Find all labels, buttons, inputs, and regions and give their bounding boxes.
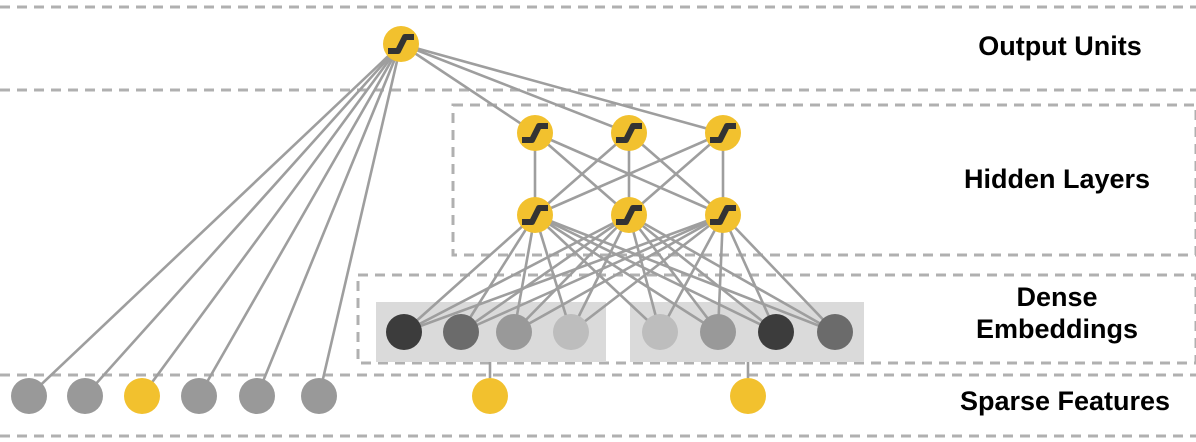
sparse-feature-2-active — [124, 378, 160, 414]
edge-hidden1-1-emb-7 — [628, 213, 836, 334]
embedding-group-2-unit-1 — [700, 314, 736, 350]
sparse-feature-5-inactive — [301, 378, 337, 414]
embedding-group-1-unit-0 — [386, 314, 422, 350]
sparse-features-label: Sparse Features — [959, 386, 1171, 416]
edge-hidden1-0-emb-6 — [534, 213, 777, 334]
hidden-layer-1-unit-2 — [705, 197, 741, 233]
output-units-label: Output Units — [978, 31, 1142, 61]
edge-hidden1-0-emb-4 — [534, 214, 661, 333]
hidden-layers-box — [451, 103, 1196, 257]
embedding-group-1-unit-2 — [496, 314, 532, 350]
embedding-group-2-unit-2 — [758, 314, 794, 350]
edge-hidden1-2-emb-5 — [716, 214, 725, 333]
edge-hidden1-2-emb-1 — [460, 213, 724, 334]
edge-output-to-sparse-2 — [140, 43, 403, 397]
edge-output-to-hidden2-0 — [400, 42, 536, 135]
sparse-feature-4-inactive — [239, 378, 275, 414]
edge-hidden1-2-emb-7 — [722, 214, 836, 333]
hidden-layer-1-unit-1 — [611, 197, 647, 233]
embedding-group-1-unit-3 — [553, 314, 589, 350]
edge-hidden1-0-emb-1 — [459, 214, 537, 333]
edge-hidden2-2-hidden1-0 — [534, 131, 724, 217]
sigmoid-activation-icon — [710, 205, 736, 225]
edge-hidden1-1-emb-3 — [569, 214, 631, 333]
edge-hidden1-2-emb-2 — [513, 213, 724, 334]
edge-hidden1-1-emb-1 — [460, 213, 630, 334]
embedding-group-1-unit-1 — [443, 314, 479, 350]
sigmoid-activation-icon — [522, 205, 548, 225]
output-unit — [383, 26, 419, 62]
edge-hidden2-2-hidden1-1 — [628, 132, 724, 216]
sigmoid-activation-icon — [616, 205, 642, 225]
edge-hidden1-2-emb-3 — [570, 213, 724, 334]
hidden-layer-2-unit-2 — [705, 115, 741, 151]
edge-output-to-hidden2-2 — [400, 42, 724, 135]
sigmoid-activation-icon — [388, 34, 414, 54]
sparse-feature-3-inactive — [181, 378, 217, 414]
edge-hidden1-0-emb-7 — [534, 213, 836, 334]
edge-output-to-sparse-3 — [197, 43, 403, 397]
edge-output-to-sparse-1 — [84, 43, 402, 397]
hidden-layer-1-unit-0 — [517, 197, 553, 233]
edge-hidden1-2-emb-6 — [721, 214, 778, 333]
embedding-group-2-unit-3 — [817, 314, 853, 350]
edge-hidden1-1-emb-5 — [627, 214, 720, 333]
edge-output-to-sparse-4 — [255, 43, 403, 397]
edge-hidden1-0-emb-5 — [534, 213, 719, 334]
edge-hidden1-1-emb-0 — [403, 213, 630, 334]
embedding-group-2-unit-0 — [642, 314, 678, 350]
sparse-feature-0-inactive — [11, 378, 47, 414]
sparse-feature-1-inactive — [67, 378, 103, 414]
dense-embeddings-label-line1: Dense — [1016, 282, 1098, 312]
sigmoid-activation-icon — [522, 123, 548, 143]
edge-hidden1-0-emb-3 — [533, 214, 573, 333]
dense-embeddings-label: Dense Embeddings — [927, 281, 1187, 345]
sigmoid-activation-icon — [710, 123, 736, 143]
edge-output-to-sparse-5 — [317, 43, 403, 397]
sigmoid-activation-icon — [616, 123, 642, 143]
edge-output-to-sparse-0 — [28, 43, 402, 397]
network-nodes — [11, 26, 853, 414]
edge-hidden1-1-emb-4 — [627, 214, 662, 333]
edge-hidden1-0-emb-0 — [403, 214, 536, 333]
edge-hidden1-0-emb-2 — [512, 214, 537, 333]
edge-output-to-hidden2-1 — [400, 42, 630, 135]
dense-embeddings-box — [356, 273, 1196, 365]
hidden-layer-2-unit-1 — [611, 115, 647, 151]
sparse-feature-6-active — [472, 378, 508, 414]
hidden-layer-2-unit-0 — [517, 115, 553, 151]
edge-hidden1-2-emb-4 — [658, 214, 725, 333]
dense-embeddings-label-line2: Embeddings — [975, 314, 1138, 344]
network-edges — [28, 42, 836, 397]
section-dividers — [0, 5, 1196, 438]
edge-hidden1-1-emb-6 — [628, 213, 777, 334]
edge-hidden2-1-hidden1-0 — [534, 132, 630, 216]
edge-hidden1-1-emb-2 — [513, 214, 630, 333]
edge-hidden1-2-emb-0 — [403, 213, 724, 334]
sparse-feature-7-active — [730, 378, 766, 414]
hidden-layers-label: Hidden Layers — [963, 164, 1151, 194]
